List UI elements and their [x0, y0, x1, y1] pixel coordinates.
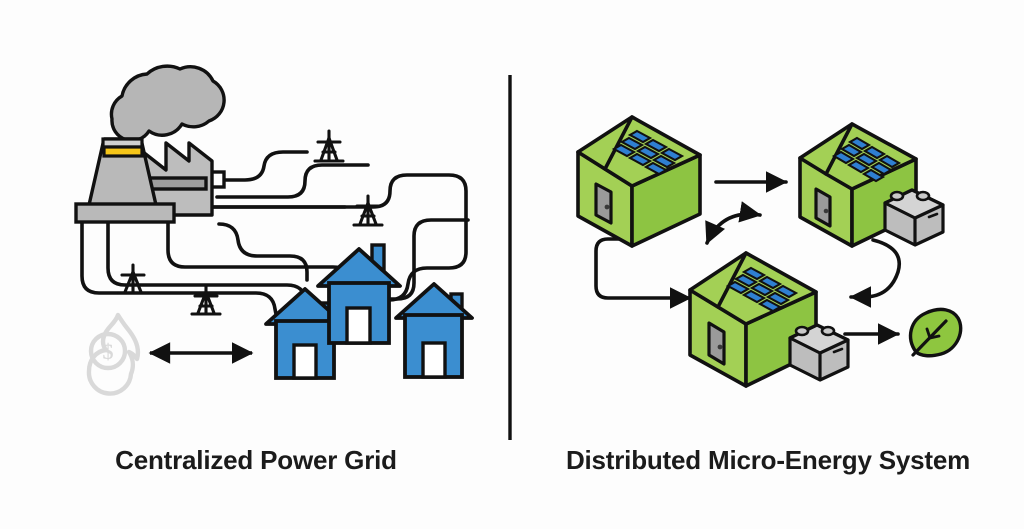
- power-plant-factory: [141, 141, 214, 217]
- cooling-tower: [74, 137, 176, 224]
- house-door: [594, 182, 613, 225]
- cooling-tower-base: [74, 202, 176, 224]
- left-panel-caption: Centralized Power Grid: [115, 445, 397, 475]
- right-panel-group: [576, 115, 963, 388]
- grid-house-right: [394, 282, 474, 379]
- grid-house-center: [316, 243, 402, 345]
- solar-panel-array: [725, 266, 799, 313]
- micro-house-1: [576, 115, 702, 248]
- solar-panel-array: [831, 136, 902, 183]
- left-panel-group: $: [74, 64, 474, 396]
- fuel-cost-icon: $: [86, 312, 141, 396]
- house-door: [814, 187, 832, 228]
- cooling-tower-yellow-band: [102, 145, 144, 158]
- transmission-tower-1: [313, 129, 345, 163]
- energy-exchange-arrows: [594, 171, 901, 345]
- dollar-sign: $: [103, 339, 114, 364]
- micro-house-2: [798, 122, 945, 248]
- battery-label-mark: [927, 212, 939, 219]
- house-door: [421, 341, 447, 379]
- battery-terminal-negative: [889, 190, 905, 202]
- right-panel-caption: Distributed Micro-Energy System: [565, 445, 971, 475]
- battery-terminal-negative: [794, 325, 810, 337]
- arrow-curved-exchange: [705, 201, 762, 245]
- door-knob: [604, 204, 610, 210]
- battery-storage-3: [788, 323, 850, 382]
- house-door: [292, 343, 318, 380]
- house-door: [707, 321, 726, 366]
- transmission-tower-4: [190, 283, 222, 316]
- battery-storage-2: [883, 188, 945, 247]
- solar-panel-array: [611, 129, 685, 176]
- micro-house-3: [688, 251, 850, 388]
- door-knob: [717, 344, 723, 350]
- house-door: [345, 306, 372, 345]
- smoke-cloud: [109, 64, 226, 143]
- arrow-house1-to-house3: [594, 237, 692, 309]
- clean-energy-leaf-icon: [908, 307, 963, 358]
- leaf-vein-branch: [925, 327, 941, 340]
- factory-window-band: [148, 176, 208, 191]
- power-line-2: [215, 163, 370, 199]
- battery-label-mark: [832, 347, 844, 354]
- door-knob: [823, 208, 829, 214]
- grid-house-left: [264, 287, 346, 380]
- battery-terminal-positive: [915, 190, 931, 202]
- transmission-tower-2: [352, 194, 384, 227]
- transmission-towers-group: [117, 129, 384, 316]
- arrow-house2-to-house3: [849, 238, 901, 308]
- power-line-1: [215, 150, 309, 182]
- cost-circle: [88, 331, 128, 371]
- power-line-7: [217, 222, 309, 282]
- battery-terminal-positive: [820, 325, 836, 337]
- transmission-tower-3: [117, 263, 149, 295]
